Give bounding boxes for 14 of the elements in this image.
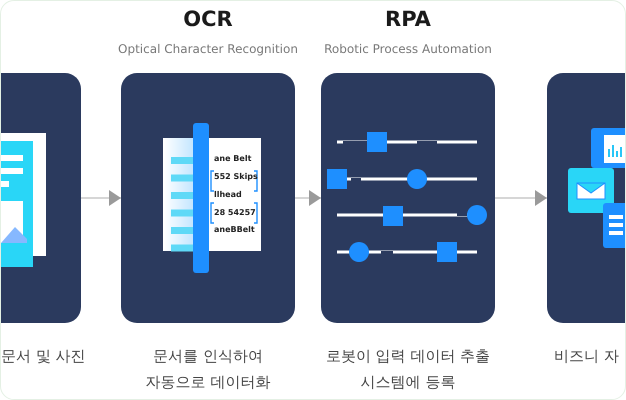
document-text: 28 54257 bbox=[214, 208, 256, 217]
step-title: OCR bbox=[182, 7, 234, 31]
step-caption: 로봇이 입력 데이터 추출 시스템에 등록 bbox=[324, 346, 492, 393]
step-caption: 비즈니 자 bbox=[553, 346, 619, 367]
document-text: aneBBelt bbox=[214, 225, 255, 234]
step-caption: 문서를 인식하여 자동으로 데이터화 bbox=[144, 346, 272, 393]
arrow bbox=[81, 190, 121, 206]
step-caption: 문서 및 사진 bbox=[1, 346, 87, 367]
step-title: RPA bbox=[384, 7, 432, 31]
arrow bbox=[295, 190, 321, 206]
document-text: ane Belt bbox=[214, 154, 252, 163]
arrow bbox=[495, 190, 547, 206]
document-text: llhead bbox=[214, 190, 242, 199]
step-subtitle: Optical Character Recognition bbox=[117, 42, 299, 56]
